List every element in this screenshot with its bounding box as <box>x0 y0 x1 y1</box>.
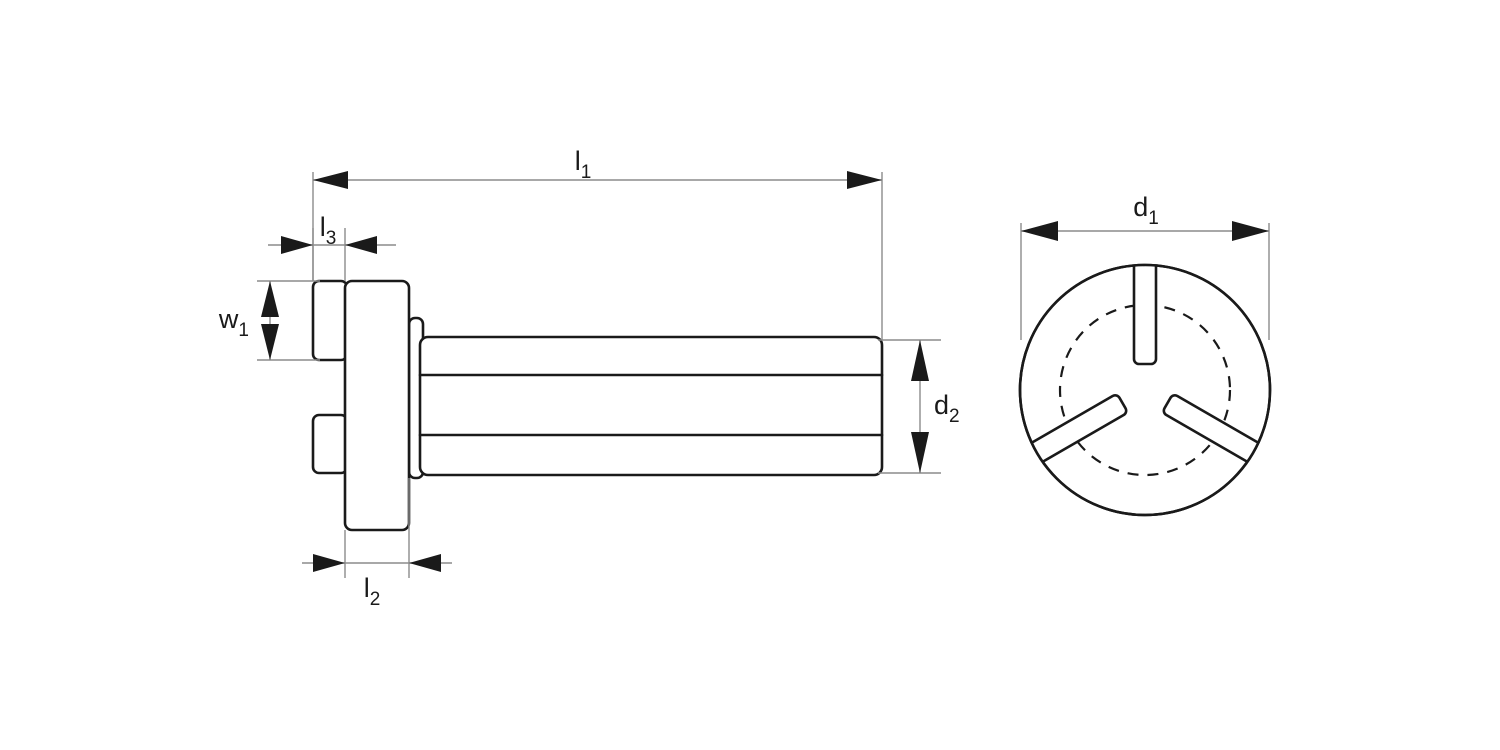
lower-lug <box>311 413 349 475</box>
side-view <box>311 279 884 532</box>
arrow-d1-left <box>1021 221 1058 241</box>
flange-head <box>343 279 411 532</box>
arrow-l1-left <box>313 171 348 189</box>
outer-circle-overlay <box>1018 263 1272 517</box>
arrow-l3-right <box>345 236 377 254</box>
end-view <box>1018 263 1272 517</box>
arrow-l3-left <box>281 236 313 254</box>
arrow-w1-top <box>261 281 279 317</box>
dim-label-l3: l3 <box>320 212 337 249</box>
dimension-l2: l2 <box>302 478 452 610</box>
slot-top <box>1132 265 1158 366</box>
dim-label-d2: d2 <box>934 390 960 427</box>
dimension-d1: d1 <box>1020 192 1270 340</box>
arrow-d1-right <box>1232 221 1269 241</box>
hidden-bore-circle <box>1058 303 1232 477</box>
arrow-l2-right <box>409 554 441 572</box>
dimension-d2: d2 <box>878 339 960 474</box>
slot-top-group <box>1132 265 1158 366</box>
arrow-w1-bottom <box>261 324 279 360</box>
arrow-d2-bottom <box>911 432 929 473</box>
arrow-d2-top <box>911 340 929 381</box>
dimension-l3: l3 <box>268 212 396 281</box>
upper-lug <box>311 279 349 362</box>
arrow-l2-left <box>313 554 345 572</box>
shaft-body <box>418 335 884 477</box>
dimension-w1: w1 <box>218 280 320 361</box>
dim-label-w1: w1 <box>218 304 249 341</box>
arrow-l1-right <box>847 171 882 189</box>
dim-label-l1: l1 <box>575 146 592 183</box>
dimension-l1: l1 <box>312 146 883 340</box>
dim-label-l2: l2 <box>364 573 381 610</box>
dim-label-d1: d1 <box>1133 192 1159 229</box>
